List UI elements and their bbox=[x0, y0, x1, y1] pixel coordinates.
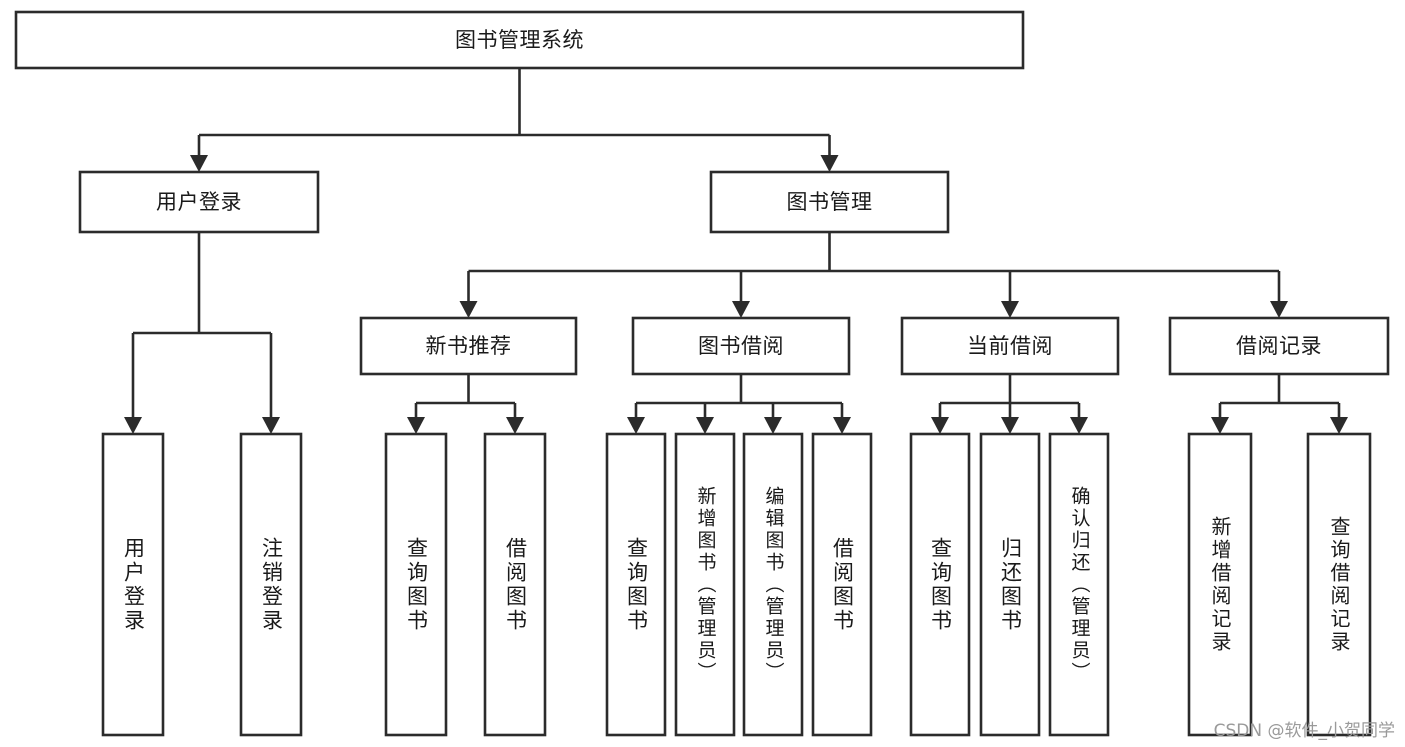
node-box bbox=[909, 432, 971, 737]
node-box bbox=[483, 432, 547, 737]
node-box bbox=[101, 432, 165, 737]
arrowhead-borrow-record-leaf-0 bbox=[1211, 417, 1229, 434]
node-borrow-book-leaf-3[interactable] bbox=[483, 432, 547, 737]
node-query-book-leaf-8[interactable] bbox=[909, 432, 971, 737]
node-box bbox=[14, 10, 1025, 70]
arrowhead-user-login-leaf-1 bbox=[262, 417, 280, 434]
arrowhead-current-borrow-leaf-0 bbox=[931, 417, 949, 434]
arrowhead-l3-0 bbox=[459, 301, 478, 318]
node-query-borrow-record-leaf-12[interactable] bbox=[1306, 432, 1372, 737]
node-add-book-admin-leaf-5[interactable] bbox=[674, 432, 736, 737]
node-label: 新书推荐 bbox=[426, 334, 512, 358]
node-box bbox=[1187, 432, 1253, 737]
node-box bbox=[900, 316, 1120, 376]
node-book-management-l2[interactable]: 图书管理 bbox=[709, 170, 950, 234]
node-label: 用户登录 bbox=[156, 190, 242, 214]
connector-layer bbox=[124, 68, 1348, 434]
node-book-management-system-root[interactable]: 图书管理系统 bbox=[14, 10, 1025, 70]
node-user-login-l2[interactable]: 用户登录 bbox=[78, 170, 320, 234]
node-edit-book-admin-leaf-6[interactable] bbox=[742, 432, 804, 737]
node-box bbox=[384, 432, 448, 737]
arrowhead-l2-0 bbox=[190, 155, 208, 172]
arrowhead-new-book-leaf-0 bbox=[407, 417, 425, 434]
node-box bbox=[811, 432, 873, 737]
watermark: CSDN @软件_小贺同学 bbox=[1213, 721, 1395, 741]
node-box bbox=[78, 170, 320, 234]
node-return-book-leaf-9[interactable] bbox=[979, 432, 1041, 737]
arrowhead-book-borrow-leaf-0 bbox=[627, 417, 645, 434]
node-borrow-record-l3[interactable]: 借阅记录 bbox=[1168, 316, 1390, 376]
arrowhead-borrow-record-leaf-1 bbox=[1330, 417, 1348, 434]
arrowhead-book-borrow-leaf-2 bbox=[764, 417, 782, 434]
node-logout-leaf-1[interactable] bbox=[239, 432, 303, 737]
arrowhead-l3-1 bbox=[732, 301, 750, 318]
node-current-borrow-l3[interactable]: 当前借阅 bbox=[900, 316, 1120, 376]
arrowhead-book-borrow-leaf-3 bbox=[833, 417, 851, 434]
node-box bbox=[1048, 432, 1110, 737]
node-borrow-book-leaf-7[interactable] bbox=[811, 432, 873, 737]
node-box bbox=[1168, 316, 1390, 376]
node-box bbox=[674, 432, 736, 737]
node-box bbox=[239, 432, 303, 737]
node-box bbox=[979, 432, 1041, 737]
node-new-book-recommend-l3[interactable]: 新书推荐 bbox=[359, 316, 578, 376]
node-book-borrow-l3[interactable]: 图书借阅 bbox=[631, 316, 851, 376]
arrowhead-current-borrow-leaf-2 bbox=[1070, 417, 1088, 434]
node-label: 图书管理系统 bbox=[455, 28, 584, 52]
node-box bbox=[631, 316, 851, 376]
node-label: 图书借阅 bbox=[698, 334, 784, 358]
node-box bbox=[605, 432, 667, 737]
node-label: 当前借阅 bbox=[967, 334, 1053, 358]
node-box bbox=[1306, 432, 1372, 737]
arrowhead-l3-3 bbox=[1270, 301, 1288, 318]
arrowhead-current-borrow-leaf-1 bbox=[1001, 417, 1019, 434]
node-add-borrow-record-leaf-11[interactable] bbox=[1187, 432, 1253, 737]
node-box bbox=[742, 432, 804, 737]
node-box bbox=[709, 170, 950, 234]
node-confirm-return-admin-leaf-10[interactable] bbox=[1048, 432, 1110, 737]
arrowhead-new-book-leaf-1 bbox=[506, 417, 524, 434]
node-label: 图书管理 bbox=[787, 190, 873, 214]
node-query-book-leaf-4[interactable] bbox=[605, 432, 667, 737]
arrowhead-user-login-leaf-0 bbox=[124, 417, 142, 434]
node-user-login-leaf-0[interactable] bbox=[101, 432, 165, 737]
node-box bbox=[359, 316, 578, 376]
arrowhead-l2-1 bbox=[820, 155, 839, 172]
node-label: 借阅记录 bbox=[1236, 334, 1322, 358]
arrowhead-book-borrow-leaf-1 bbox=[696, 417, 714, 434]
node-query-book-leaf-2[interactable] bbox=[384, 432, 448, 737]
arrowhead-l3-2 bbox=[1001, 301, 1019, 318]
